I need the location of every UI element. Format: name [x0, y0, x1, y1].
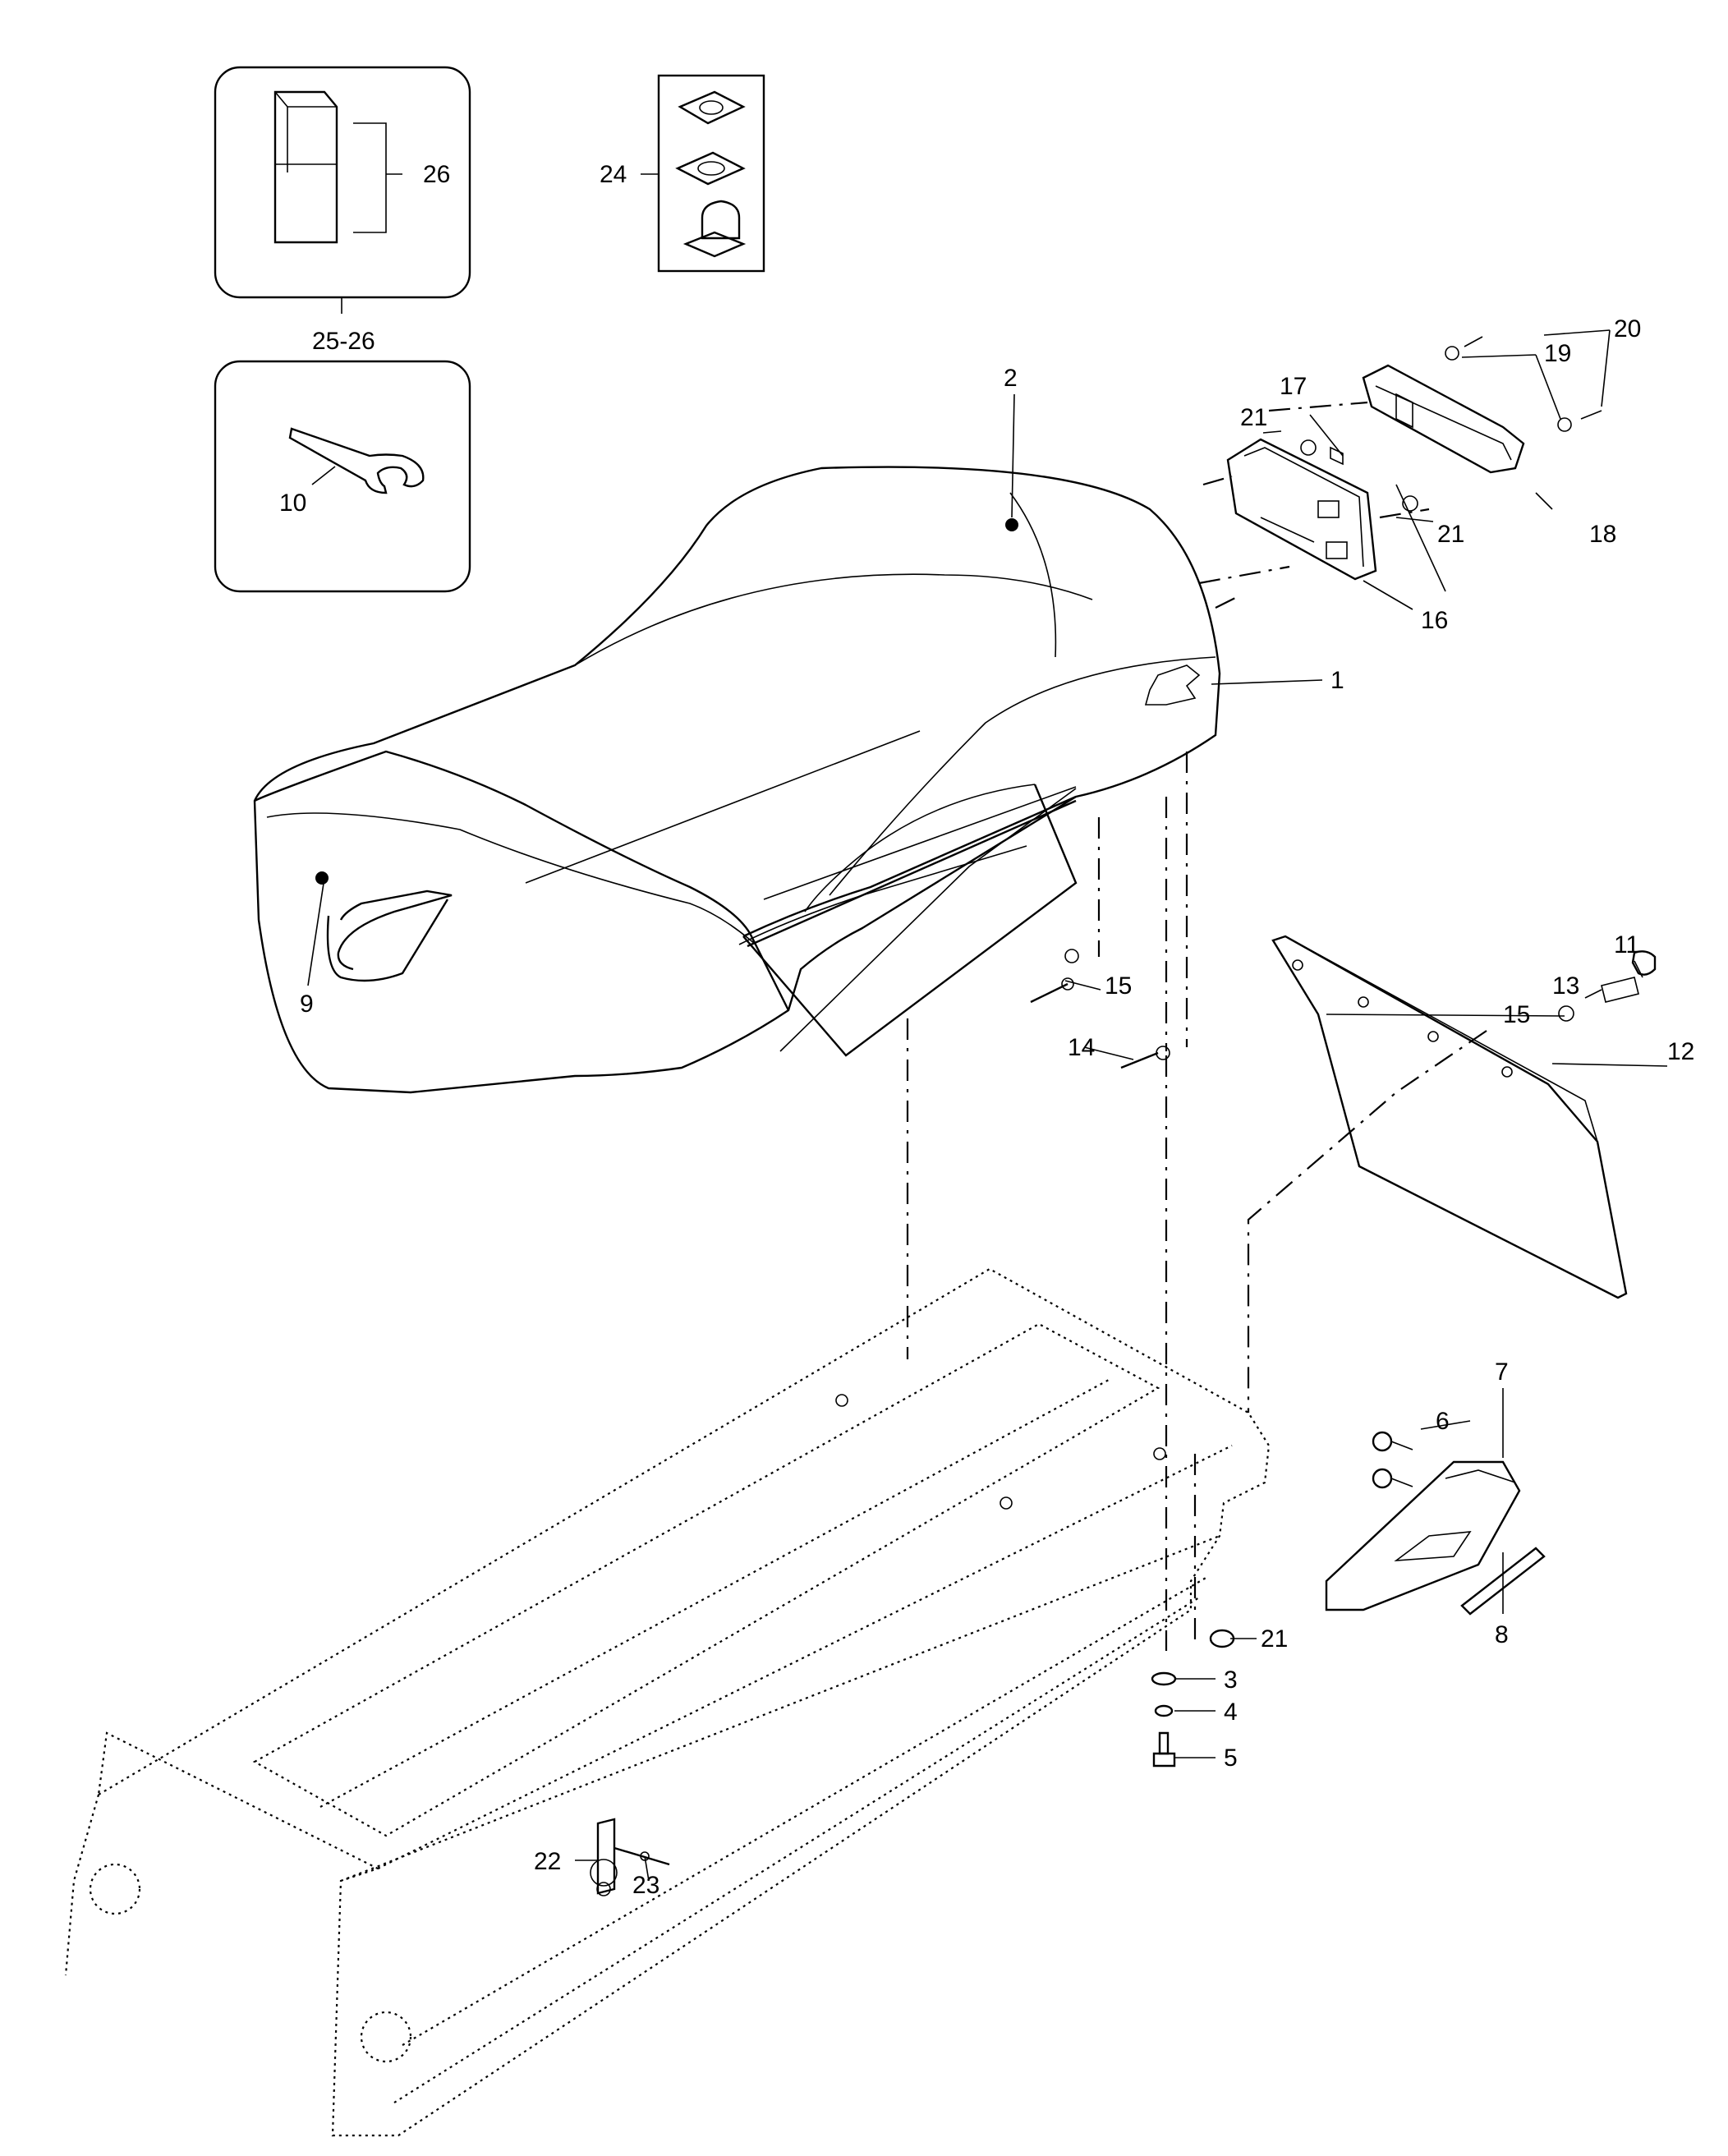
label-part-18: 18: [1589, 521, 1616, 548]
label-part-21-mid: 21: [1437, 521, 1464, 548]
seat-assembly: [253, 466, 1221, 1094]
hinge-plate: [596, 1818, 670, 1895]
label-part-8: 8: [1495, 1621, 1509, 1648]
label-part-26: 26: [423, 161, 450, 188]
label-part-15-flap: 15: [1503, 1001, 1530, 1028]
label-part-11: 11: [1614, 931, 1639, 958]
label-part-20: 20: [1614, 315, 1641, 342]
label-part-4: 4: [1224, 1699, 1238, 1726]
label-part-7: 7: [1495, 1358, 1509, 1386]
label-part-12: 12: [1667, 1038, 1694, 1065]
label-part-17: 17: [1280, 373, 1307, 400]
part-number-labels: 1 2 3 4 5 6 7 8 9 10 11 12 13 14 15 15 1…: [279, 161, 1694, 1899]
label-part-22: 22: [534, 1848, 561, 1875]
label-part-5: 5: [1224, 1745, 1238, 1772]
label-part-2: 2: [1004, 365, 1018, 392]
snow-flap-assembly: [1247, 935, 1657, 1413]
label-part-23: 23: [632, 1872, 659, 1899]
label-part-1: 1: [1330, 667, 1344, 694]
leader-lines: [307, 329, 1668, 1882]
label-part-14: 14: [1068, 1034, 1095, 1061]
label-part-16: 16: [1421, 607, 1448, 634]
seat-hardware-14-15: [906, 752, 1188, 1651]
label-part-19: 19: [1544, 340, 1571, 367]
label-part-3: 3: [1224, 1666, 1238, 1694]
tail-light-assembly: [1198, 336, 1602, 609]
bolt-stack: [1151, 1454, 1235, 1768]
inset-box-foam-blocks: [214, 66, 471, 314]
label-part-24: 24: [600, 161, 627, 188]
label-part-21-top: 21: [1240, 404, 1267, 431]
label-part-6: 6: [1436, 1408, 1450, 1435]
label-part-9: 9: [300, 991, 314, 1018]
tunnel-chassis: [64, 1267, 1271, 2137]
label-part-15-seat: 15: [1105, 972, 1132, 1000]
label-part-13: 13: [1552, 972, 1579, 1000]
label-part-21-bottom: 21: [1261, 1625, 1288, 1653]
label-part-25-26: 25-26: [312, 328, 375, 355]
inset-box-spanner-wrench: [214, 360, 471, 593]
label-part-10: 10: [279, 490, 306, 517]
side-bumper-assembly: [1325, 1431, 1546, 1616]
inset-box-fastener-set: [641, 74, 765, 273]
